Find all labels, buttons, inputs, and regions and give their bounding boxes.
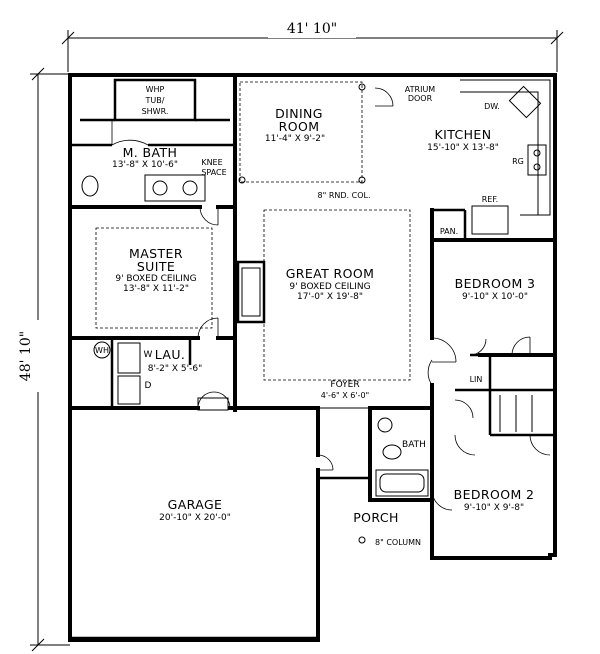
knee-label: KNEE (201, 158, 222, 167)
bedroom-3-name: BEDROOM 3 (455, 276, 536, 291)
kitchen-size: 15'-10" X 13'-8" (427, 143, 499, 153)
range-label: RG (512, 157, 524, 166)
dishwasher-label: DW. (484, 102, 500, 111)
washer-label: W (144, 350, 153, 360)
columns (238, 83, 366, 544)
master-suite-name-2: SUITE (137, 259, 175, 274)
garage-size: 20'-10" X 20'-0" (159, 513, 231, 523)
dryer-label: D (145, 381, 152, 391)
porch-name: PORCH (353, 510, 399, 525)
dining-room-size: 11'-4" X 9'-2" (265, 134, 325, 144)
whirlpool-label: WHP (146, 85, 165, 94)
door-swings (111, 87, 551, 511)
interior-walls (68, 73, 557, 512)
atrium-label: ATRIUM (405, 85, 436, 94)
ceiling-outlines (95, 81, 411, 381)
great-room-name: GREAT ROOM (286, 266, 375, 281)
exterior-walls (68, 73, 557, 642)
great-room-ceiling: 9' BOXED CEILING (289, 282, 370, 292)
shower-label: SHWR. (142, 107, 169, 116)
laundry-name: LAU. (155, 347, 186, 362)
pantry-label: PAN. (440, 227, 458, 236)
foyer-size: 4'-6" X 6'-0" (321, 391, 369, 400)
bedroom-2-size: 9'-10" X 9'-8" (464, 503, 524, 513)
linen-label: LIN (470, 375, 483, 384)
kitchen-name: KITCHEN (435, 127, 492, 142)
width-dimension-label: 41' 10" (287, 21, 337, 37)
master-suite-size: 13'-8" X 11'-2" (123, 284, 189, 294)
tub-label: TUB/ (145, 96, 165, 105)
master-bath-name: M. BATH (123, 145, 178, 160)
dining-room-name-2: ROOM (279, 119, 320, 134)
master-suite-ceiling: 9' BOXED CEILING (115, 274, 196, 284)
depth-dimension-label: 48' 10" (18, 331, 34, 381)
round-column-label: 8" RND. COL. (318, 191, 371, 200)
space-label: SPACE (201, 168, 226, 177)
foyer-name: FOYER (330, 380, 359, 390)
great-room-size: 17'-0" X 19'-8" (297, 292, 363, 302)
dining-room-name-1: DINING (275, 106, 323, 121)
garage-name: GARAGE (168, 497, 223, 512)
atrium-door-label: DOOR (408, 94, 433, 103)
refrigerator-label: REF. (482, 195, 498, 204)
master-bath-size: 13'-8" X 10'-6" (112, 160, 178, 170)
fixtures (81, 79, 551, 460)
porch-column-label: 8" COLUMN (375, 538, 421, 547)
bedroom-2-name: BEDROOM 2 (454, 487, 535, 502)
water-heater-label: WH (95, 346, 109, 355)
room-labels: WHP TUB/ SHWR. M. BATH 13'-8" X 10'-6" K… (95, 85, 535, 547)
bath-label: BATH (402, 440, 426, 450)
master-suite-name-1: MASTER (129, 246, 183, 261)
bedroom-3-size: 9'-10" X 10'-0" (462, 292, 528, 302)
laundry-size: 8'-2" X 5'-6" (148, 364, 203, 374)
